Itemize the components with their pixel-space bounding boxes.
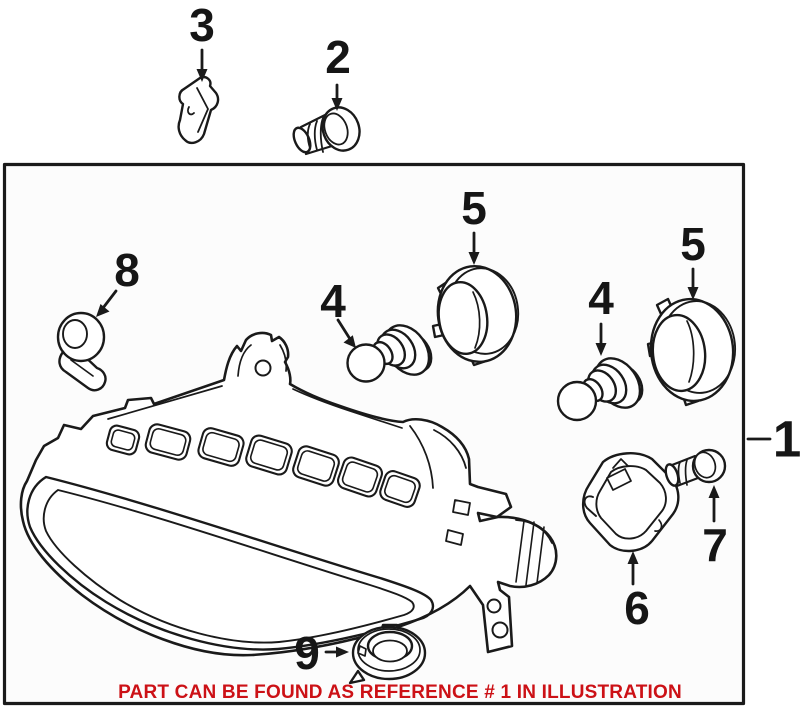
callout-5-right: 5 — [680, 218, 706, 270]
callout-4-right: 4 — [588, 272, 614, 324]
part-5-left-retainer — [432, 261, 524, 367]
callout-8: 8 — [114, 244, 140, 296]
part-7-bolt — [663, 449, 725, 487]
callout-1: 1 — [772, 410, 800, 468]
callout-arrows — [96, 50, 770, 658]
part-8-holder — [58, 313, 106, 390]
part-5-right-retainer — [646, 295, 740, 405]
part-4-left-bulb-socket — [348, 317, 439, 383]
callout-5-left: 5 — [461, 182, 487, 234]
callout-2: 2 — [325, 31, 351, 83]
part-3-clip — [179, 77, 218, 143]
callout-9: 9 — [294, 627, 320, 679]
callout-3: 3 — [189, 0, 215, 51]
callout-6: 6 — [624, 582, 650, 634]
part-6-cover — [583, 453, 678, 551]
reference-note: PART CAN BE FOUND AS REFERENCE # 1 IN IL… — [118, 682, 682, 703]
part-9-cap — [350, 625, 425, 683]
arrow-8 — [103, 291, 116, 308]
part-2-screw — [290, 102, 365, 156]
callout-7: 7 — [702, 519, 728, 571]
callout-4-left: 4 — [320, 275, 346, 327]
part-4-right-bulb-socket — [558, 350, 649, 420]
arrow-4-left — [338, 320, 350, 339]
part-1-fog-lamp-assembly — [21, 333, 556, 655]
